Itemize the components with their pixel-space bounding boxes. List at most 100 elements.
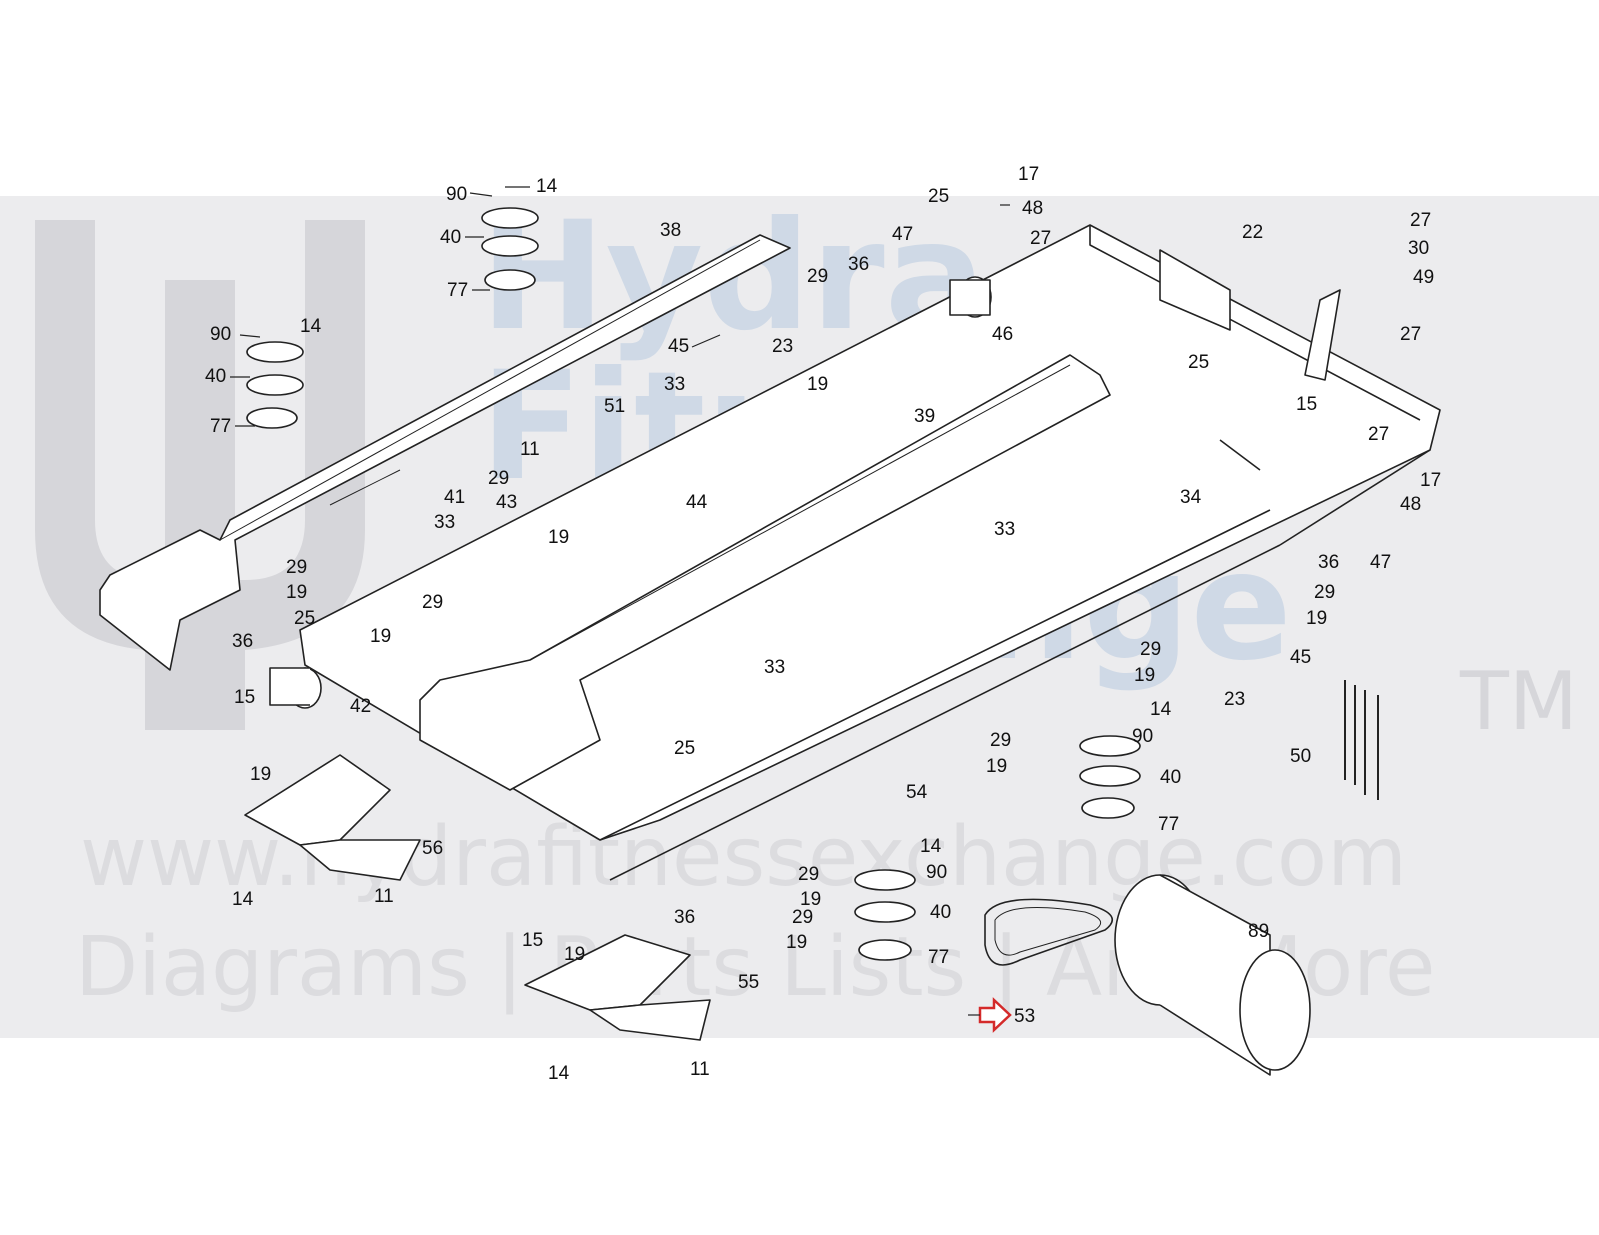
callout: 45 bbox=[668, 336, 689, 357]
callout: 11 bbox=[374, 886, 394, 907]
callout: 90 bbox=[1132, 726, 1153, 747]
callout: 14 bbox=[536, 176, 558, 197]
callout: 50 bbox=[1290, 746, 1311, 767]
callout: 15 bbox=[1296, 394, 1317, 415]
callout: 29 bbox=[488, 468, 509, 489]
callout: 22 bbox=[1242, 222, 1263, 243]
callout: 46 bbox=[992, 324, 1013, 345]
callout: 77 bbox=[447, 280, 468, 301]
callout: 43 bbox=[496, 492, 517, 513]
callout: 14 bbox=[300, 316, 322, 337]
callout: 49 bbox=[1413, 267, 1434, 288]
callout: 38 bbox=[660, 220, 681, 241]
callout: 23 bbox=[772, 336, 793, 357]
callout: 19 bbox=[786, 932, 807, 953]
callout: 29 bbox=[792, 907, 813, 928]
callout: 33 bbox=[434, 512, 455, 533]
watermark-trademark: TM bbox=[1460, 655, 1578, 748]
callout: 27 bbox=[1400, 324, 1421, 345]
callout: 14 bbox=[232, 889, 254, 910]
callout: 19 bbox=[807, 374, 828, 395]
callout: 36 bbox=[1318, 552, 1339, 573]
callout: 19 bbox=[370, 626, 391, 647]
callout: 14 bbox=[920, 836, 942, 857]
callout: 36 bbox=[232, 631, 253, 652]
callout: 40 bbox=[1160, 767, 1181, 788]
isolator-stack-bottom bbox=[854, 735, 1141, 961]
callout: 40 bbox=[930, 902, 951, 923]
callout: 42 bbox=[350, 696, 371, 717]
callout: 48 bbox=[1022, 198, 1043, 219]
highlight-arrow-icon bbox=[978, 997, 1012, 1033]
callout: 29 bbox=[1140, 639, 1161, 660]
callout: 19 bbox=[548, 527, 569, 548]
callout: 25 bbox=[674, 738, 695, 759]
callout: 19 bbox=[564, 944, 585, 965]
callout: 33 bbox=[994, 519, 1015, 540]
callout: 48 bbox=[1400, 494, 1421, 515]
callout: 90 bbox=[926, 862, 947, 883]
callout: 19 bbox=[250, 764, 271, 785]
callout: 11 bbox=[520, 439, 540, 460]
isolator-stack-top bbox=[246, 207, 539, 429]
callout: 77 bbox=[1158, 814, 1179, 835]
callout: 27 bbox=[1410, 210, 1431, 231]
callout: 27 bbox=[1368, 424, 1389, 445]
callout: 56 bbox=[422, 838, 443, 859]
callout: 29 bbox=[807, 266, 828, 287]
callout: 15 bbox=[522, 930, 543, 951]
callout-labels: 14 90 40 77 38 14 90 40 77 45 23 29 19 3… bbox=[205, 164, 1441, 1084]
callout: 29 bbox=[286, 557, 307, 578]
callout-highlighted: 53 bbox=[1014, 1006, 1035, 1027]
callout: 29 bbox=[422, 592, 443, 613]
callout: 90 bbox=[210, 324, 231, 345]
callout: 34 bbox=[1180, 487, 1202, 508]
callout: 55 bbox=[738, 972, 759, 993]
callout: 11 bbox=[690, 1059, 710, 1080]
cable-ties-50 bbox=[1344, 680, 1379, 800]
callout: 29 bbox=[1314, 582, 1335, 603]
callout: 19 bbox=[1306, 608, 1327, 629]
left-side-rail bbox=[99, 234, 791, 671]
callout: 27 bbox=[1030, 228, 1051, 249]
callout: 36 bbox=[848, 254, 869, 275]
callout: 25 bbox=[1188, 352, 1209, 373]
right-side-rail bbox=[419, 354, 1111, 791]
callout: 17 bbox=[1420, 470, 1441, 491]
drive-belt-53 bbox=[984, 898, 1114, 966]
callout: 77 bbox=[928, 947, 949, 968]
callout: 47 bbox=[892, 224, 913, 245]
right-hood-55 bbox=[524, 934, 691, 1011]
callout: 30 bbox=[1408, 238, 1429, 259]
leader-lines bbox=[230, 186, 1010, 1016]
callout: 33 bbox=[764, 657, 785, 678]
callout: 25 bbox=[294, 608, 315, 629]
callout: 36 bbox=[674, 907, 695, 928]
callout: 40 bbox=[440, 227, 461, 248]
callout: 51 bbox=[604, 396, 625, 417]
callout: 39 bbox=[914, 406, 935, 427]
callout: 15 bbox=[234, 687, 255, 708]
callout: 47 bbox=[1370, 552, 1391, 573]
callout: 89 bbox=[1248, 921, 1269, 942]
callout: 19 bbox=[1134, 665, 1155, 686]
callout: 19 bbox=[800, 889, 821, 910]
callout: 33 bbox=[664, 374, 685, 395]
callout: 29 bbox=[798, 864, 819, 885]
left-hood-56 bbox=[244, 754, 391, 846]
callout: 40 bbox=[205, 366, 226, 387]
callout: 54 bbox=[906, 782, 928, 803]
treadmill-frame bbox=[299, 224, 1441, 881]
callout: 14 bbox=[548, 1063, 570, 1084]
callout: 77 bbox=[210, 416, 231, 437]
callout: 19 bbox=[286, 582, 307, 603]
callout: 14 bbox=[1150, 699, 1172, 720]
callout: 90 bbox=[446, 184, 467, 205]
callout: 19 bbox=[986, 756, 1007, 777]
callout: 17 bbox=[1018, 164, 1039, 185]
callout: 29 bbox=[990, 730, 1011, 751]
callout: 23 bbox=[1224, 689, 1245, 710]
callout: 25 bbox=[928, 186, 949, 207]
